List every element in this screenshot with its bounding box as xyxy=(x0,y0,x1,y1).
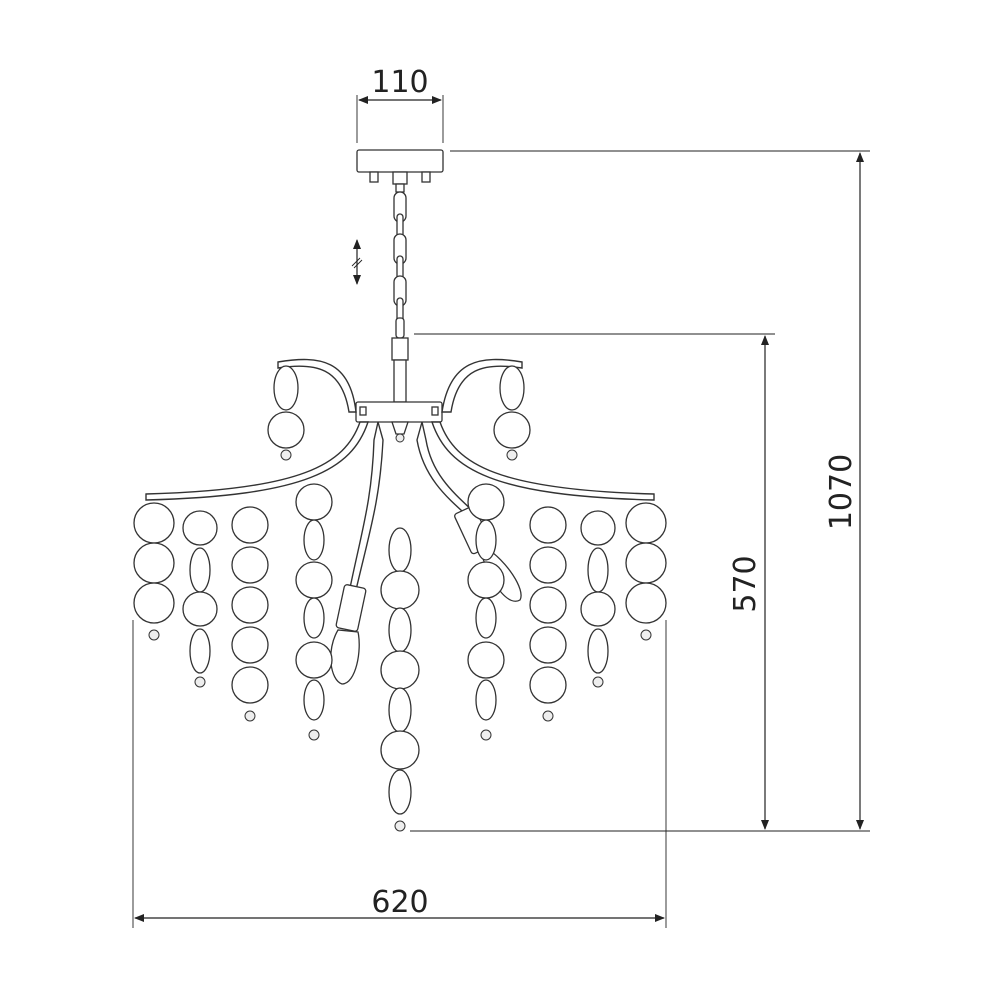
dimension-overall-height: 1070 xyxy=(410,150,870,832)
dimension-body-height: 570 xyxy=(414,333,775,830)
dimension-canopy-width: 110 xyxy=(356,65,444,143)
central-stem xyxy=(355,337,443,443)
adjustable-length-indicator xyxy=(351,239,363,285)
suspension-chain xyxy=(393,191,407,339)
overall-height-label: 1070 xyxy=(824,454,859,530)
overall-width-label: 620 xyxy=(371,885,428,920)
crystal-drop-strings xyxy=(133,365,667,832)
dimension-overall-width: 620 xyxy=(132,620,667,928)
canopy-width-label: 110 xyxy=(371,65,428,100)
lower-arms xyxy=(145,421,655,501)
body-height-label: 570 xyxy=(728,555,763,612)
upper-arms xyxy=(277,358,523,413)
ceiling-canopy xyxy=(356,149,444,193)
